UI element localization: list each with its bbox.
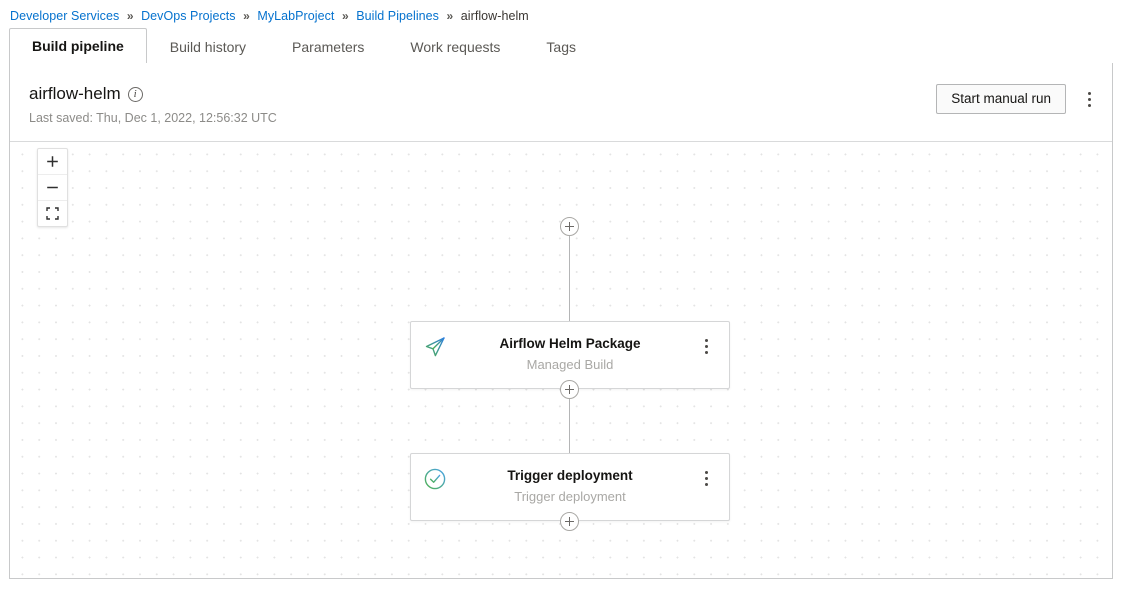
pipeline-node-airflow-helm-package[interactable]: Airflow Helm Package Managed Build	[410, 321, 730, 389]
pipeline-node-trigger-deployment[interactable]: Trigger deployment Trigger deployment	[410, 453, 730, 521]
breadcrumb-item-devops-projects[interactable]: DevOps Projects	[141, 9, 236, 23]
kebab-menu-icon[interactable]	[695, 333, 717, 359]
tab-bar: Build pipeline Build history Parameters …	[9, 28, 1113, 64]
info-icon[interactable]: i	[127, 86, 143, 102]
paper-plane-icon	[422, 334, 448, 360]
tab-tags[interactable]: Tags	[546, 38, 576, 55]
node-subtitle: Trigger deployment	[514, 489, 626, 504]
add-stage-button-middle[interactable]	[560, 380, 579, 399]
breadcrumb-item-current: airflow-helm	[460, 9, 529, 23]
add-stage-button-bottom[interactable]	[560, 512, 579, 531]
breadcrumb-separator: »	[126, 9, 134, 23]
add-stage-button-top[interactable]	[560, 217, 579, 236]
zoom-in-button[interactable]	[38, 149, 67, 174]
canvas-zoom-controls	[37, 148, 68, 227]
header-actions: Start manual run	[936, 84, 1100, 114]
zoom-out-button[interactable]	[38, 174, 67, 200]
connector-line-top	[569, 235, 570, 321]
fit-to-screen-button[interactable]	[38, 200, 67, 226]
kebab-menu-icon[interactable]	[695, 465, 717, 491]
page-title: airflow-helm	[29, 84, 121, 103]
tab-build-history[interactable]: Build history	[169, 38, 247, 55]
breadcrumb-separator: »	[446, 9, 454, 23]
fit-to-screen-icon	[46, 207, 59, 220]
title-row: airflow-helm i	[29, 84, 143, 104]
breadcrumb-item-developer-services[interactable]: Developer Services	[10, 9, 120, 23]
pipeline-panel: airflow-helm i Last saved: Thu, Dec 1, 2…	[9, 63, 1113, 579]
breadcrumb-item-mylabproject[interactable]: MyLabProject	[257, 9, 335, 23]
tab-parameters[interactable]: Parameters	[292, 38, 365, 55]
breadcrumb-item-build-pipelines[interactable]: Build Pipelines	[356, 9, 439, 23]
breadcrumb: Developer Services » DevOps Projects » M…	[10, 8, 529, 24]
node-subtitle: Managed Build	[526, 357, 614, 372]
minus-icon	[47, 186, 58, 189]
kebab-menu-icon[interactable]	[1078, 86, 1100, 112]
check-circle-icon	[422, 466, 448, 492]
tab-work-requests[interactable]: Work requests	[410, 38, 501, 55]
node-title: Trigger deployment	[507, 468, 633, 483]
start-manual-run-button[interactable]: Start manual run	[936, 84, 1066, 114]
panel-header: airflow-helm i Last saved: Thu, Dec 1, 2…	[10, 63, 1112, 142]
breadcrumb-separator: »	[243, 9, 250, 23]
plus-icon	[47, 156, 58, 167]
last-saved-text: Last saved: Thu, Dec 1, 2022, 12:56:32 U…	[29, 111, 277, 125]
connector-line-middle	[569, 389, 570, 453]
tab-build-pipeline[interactable]: Build pipeline	[9, 28, 147, 64]
pipeline-canvas[interactable]: Airflow Helm Package Managed Build Trigg…	[10, 142, 1112, 577]
node-title: Airflow Helm Package	[499, 336, 641, 351]
breadcrumb-separator: »	[341, 9, 349, 23]
